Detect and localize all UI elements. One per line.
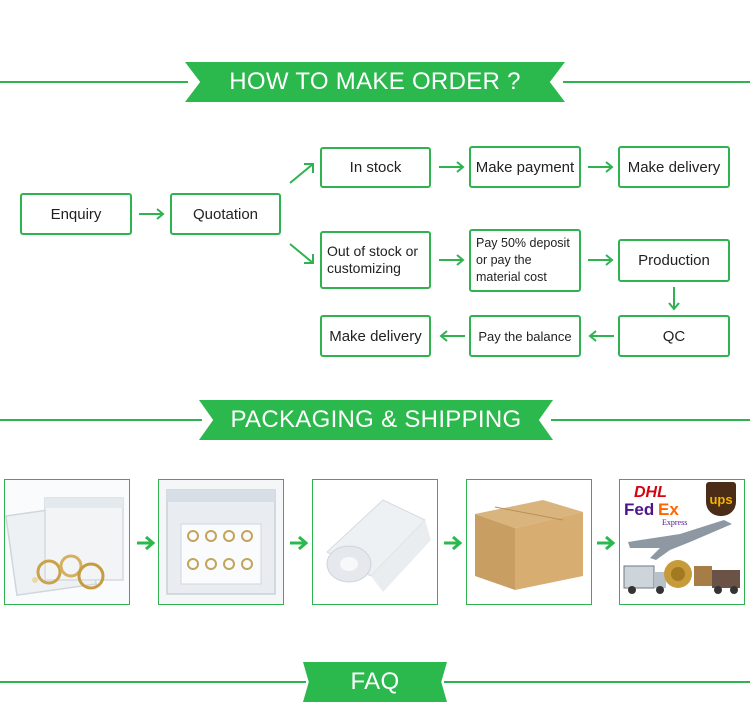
fedex-logo-fed: Fed xyxy=(624,500,655,519)
flow-step-in-stock-label: In stock xyxy=(349,159,402,176)
photo-bubble-wrap xyxy=(312,479,438,605)
section-divider-left xyxy=(0,419,202,421)
ups-logo: ups xyxy=(709,491,733,507)
section-divider-right xyxy=(551,419,750,421)
arrow-left-icon xyxy=(439,330,465,342)
faq-section-title: FAQ xyxy=(350,668,400,695)
photo-carton-box xyxy=(466,479,592,605)
arrow-right-icon xyxy=(444,535,463,551)
order-section-banner: HOW TO MAKE ORDER ? xyxy=(185,62,565,102)
flow-step-make-delivery-top: Make delivery xyxy=(618,146,730,188)
section-divider-left xyxy=(0,681,306,683)
flow-step-deposit-label: Pay 50% deposit or pay the material cost xyxy=(476,236,570,284)
section-divider-right xyxy=(563,81,750,83)
flow-step-make-payment-label: Make payment xyxy=(475,158,575,176)
fedex-express-text: Express xyxy=(662,518,688,527)
arrow-right-icon xyxy=(137,535,156,551)
arrow-up-right-icon xyxy=(289,163,314,184)
packaging-section-title: PACKAGING & SHIPPING xyxy=(230,406,522,433)
flow-step-out-of-stock: Out of stock or customizing xyxy=(320,231,431,289)
faq-section-banner: FAQ xyxy=(303,662,447,702)
photo-shipping-couriers: DHL Fed Ex Express ups xyxy=(619,479,745,605)
flow-step-deposit: Pay 50% deposit or pay the material cost xyxy=(469,229,581,292)
flow-step-quotation-label: Quotation xyxy=(192,205,259,223)
flow-step-make-delivery-top-label: Make delivery xyxy=(627,158,721,176)
flow-step-in-stock: In stock xyxy=(320,147,431,188)
flow-step-enquiry: Enquiry xyxy=(20,193,132,235)
ups-shield-icon: ups xyxy=(706,482,736,516)
photo-clear-bag-rings xyxy=(4,479,130,605)
arrow-right-icon xyxy=(139,208,165,220)
flow-step-out-of-stock-label: Out of stock or customizing xyxy=(327,243,419,276)
arrow-right-icon xyxy=(588,254,614,266)
flow-step-pay-balance: Pay the balance xyxy=(469,315,581,357)
photo-zip-bag-jewelry xyxy=(158,479,284,605)
arrow-right-icon xyxy=(439,161,465,173)
arrow-left-icon xyxy=(588,330,614,342)
packaging-section-banner: PACKAGING & SHIPPING xyxy=(199,400,553,440)
section-divider-left xyxy=(0,81,188,83)
flow-step-pay-balance-label: Pay the balance xyxy=(478,328,572,344)
flow-step-qc-label: QC xyxy=(662,327,686,345)
arrow-right-icon xyxy=(290,535,309,551)
flow-step-quotation: Quotation xyxy=(170,193,281,235)
fedex-logo-ex: Ex xyxy=(658,500,679,519)
flow-step-make-delivery-bottom: Make delivery xyxy=(320,315,431,357)
arrow-right-icon xyxy=(588,161,614,173)
order-section-title: HOW TO MAKE ORDER ? xyxy=(229,68,521,95)
arrow-down-right-icon xyxy=(289,243,314,264)
flow-step-production-label: Production xyxy=(638,252,710,269)
flow-step-production: Production xyxy=(618,239,730,282)
section-divider-right xyxy=(444,681,750,683)
flow-step-make-delivery-bottom-label: Make delivery xyxy=(329,327,422,345)
flow-step-qc: QC xyxy=(618,315,730,357)
arrow-right-icon xyxy=(439,254,465,266)
arrow-down-icon xyxy=(668,287,680,311)
arrow-right-icon xyxy=(597,535,616,551)
dhl-logo: DHL xyxy=(634,484,667,501)
flow-step-enquiry-label: Enquiry xyxy=(50,205,102,223)
flow-step-make-payment: Make payment xyxy=(469,146,581,188)
